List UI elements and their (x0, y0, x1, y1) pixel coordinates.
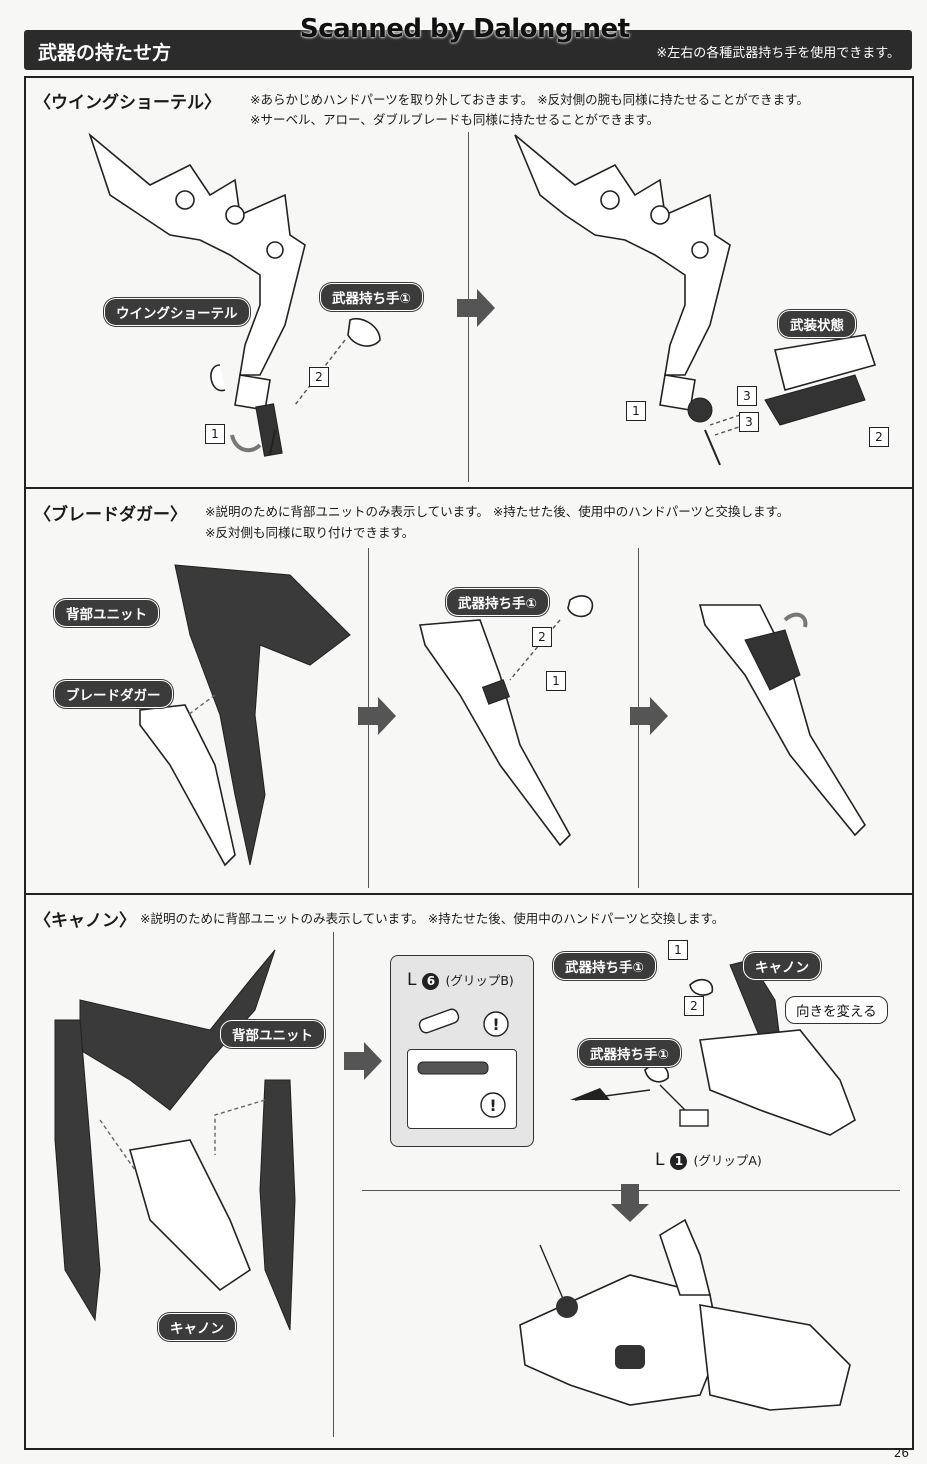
next-step-arrow-icon (358, 697, 396, 735)
step-number: 3 (739, 412, 759, 432)
part-number-badge: 1 (670, 1153, 688, 1170)
step-number: 2 (684, 996, 704, 1016)
svg-text:!: ! (489, 1096, 496, 1115)
back-unit-blade-illustration (139, 564, 351, 867)
section-note: ※サーベル、アロー、ダブルブレードも同様に持たせることができます。 (250, 112, 660, 127)
step-number: 1 (546, 671, 566, 691)
step-number: 1 (626, 401, 646, 421)
grip-part-inset: L 6 (グリップB) ! ! (390, 955, 534, 1147)
label-weapon-grip: 武器持ち手① (578, 1039, 681, 1067)
label-change-direction: 向きを変える (785, 996, 888, 1024)
step-number: 1 (668, 940, 688, 960)
instruction-frame (24, 76, 914, 1450)
svg-text:!: ! (492, 1015, 499, 1034)
step-number: 3 (737, 386, 757, 406)
part-label-l1: L 1 (グリップA) (655, 1150, 762, 1170)
part-number-badge: 6 (422, 973, 440, 990)
cannon-grip-illustration (570, 959, 856, 1136)
section-note: ※説明のために背部ユニットのみ表示しています。 ※持たせた後、使用中のハンドパー… (140, 911, 725, 926)
watermark: Scanned by Dalong.net (300, 14, 630, 44)
label-back-unit: 背部ユニット (54, 599, 159, 627)
wing-shotel-armed-illustration (514, 134, 877, 466)
label-weapon-grip: 武器持ち手① (446, 588, 549, 616)
section-note: ※あらかじめハンドパーツを取り外しておきます。 ※反対側の腕も同様に持たせること… (250, 92, 809, 107)
step-number: 2 (309, 367, 329, 387)
blade-dagger-grip-illustration (418, 595, 594, 847)
step-divider (333, 932, 334, 1437)
step-number: 2 (532, 627, 552, 647)
label-cannon: キャノン (158, 1313, 236, 1341)
grip-b-detail: ! (407, 1049, 517, 1129)
next-step-arrow-icon (344, 1042, 382, 1080)
label-weapon-grip: 武器持ち手① (553, 952, 656, 980)
next-step-arrow-icon (630, 697, 668, 735)
cannon-exploded-illustration (54, 949, 296, 1331)
step-number: 1 (205, 424, 225, 444)
page-title: 武器の持たせ方 (38, 42, 172, 64)
section-note: ※反対側も同様に取り付けできます。 (205, 525, 415, 540)
section-title: 〈ウイングショーテル〉 (34, 93, 221, 113)
down-step-arrow-icon (611, 1184, 649, 1222)
blade-dagger-complete-illustration (698, 604, 867, 837)
section-title: 〈キャノン〉 (34, 911, 136, 931)
section-divider (24, 893, 912, 895)
label-wing-shotel: ウイングショーテル (104, 298, 250, 326)
section-divider (24, 487, 912, 489)
next-step-arrow-icon (457, 289, 495, 327)
part-label-l6: L 6 (グリップB) (407, 970, 514, 990)
grip-b-detail-illustration: ! (417, 1061, 506, 1118)
label-cannon: キャノン (743, 952, 821, 980)
page-header: 武器の持たせ方 ※左右の各種武器持ち手を使用できます。 (24, 30, 912, 70)
label-blade-dagger: ブレードダガー (54, 680, 173, 708)
page-number: 26 (893, 1446, 909, 1460)
wing-shotel-illustration (88, 132, 381, 457)
label-back-unit: 背部ユニット (220, 1020, 325, 1048)
cannon-complete-illustration (519, 1218, 851, 1411)
section-note: ※説明のために背部ユニットのみ表示しています。 ※持たせた後、使用中のハンドパー… (205, 504, 790, 519)
step-number: 2 (869, 427, 889, 447)
label-armed-state: 武装状態 (778, 310, 856, 338)
label-weapon-grip: 武器持ち手① (320, 283, 423, 311)
section-title: 〈ブレードダガー〉 (34, 505, 187, 525)
header-note: ※左右の各種武器持ち手を使用できます。 (656, 46, 900, 61)
grip-b-part: ! (418, 1008, 509, 1037)
